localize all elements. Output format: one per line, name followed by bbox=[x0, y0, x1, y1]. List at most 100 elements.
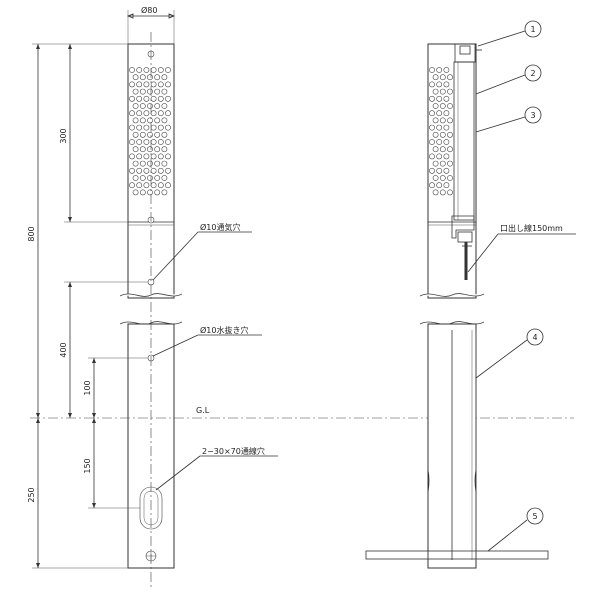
perforation-hole bbox=[136, 139, 143, 145]
perforation-hole bbox=[143, 95, 150, 102]
perforation-hole bbox=[132, 175, 139, 181]
callout-4 bbox=[526, 328, 544, 346]
perforation-hole bbox=[165, 182, 171, 189]
perforation-hole bbox=[129, 67, 135, 73]
perforation-hole bbox=[154, 74, 161, 81]
callout-5 bbox=[526, 507, 544, 525]
perforation-hole bbox=[129, 110, 135, 117]
perforation-hole bbox=[432, 74, 439, 81]
perforation-hole bbox=[129, 139, 135, 145]
perforation-hole bbox=[154, 103, 161, 109]
perforation-hole bbox=[129, 124, 135, 131]
perforation-hole bbox=[157, 153, 164, 160]
perforation-hole bbox=[436, 167, 443, 174]
perforation-hole bbox=[439, 146, 446, 153]
perforation-hole bbox=[139, 189, 146, 196]
perforation-hole bbox=[147, 74, 153, 81]
perforation-hole bbox=[161, 160, 168, 167]
perforation-hole bbox=[443, 67, 450, 73]
perforation-hole bbox=[143, 139, 150, 145]
perforation-hole bbox=[139, 131, 146, 138]
perforation-hole bbox=[157, 81, 164, 88]
top-cap bbox=[454, 43, 476, 63]
perforation-hole bbox=[443, 139, 450, 145]
cable-hole-leader bbox=[155, 455, 201, 491]
perforation-hole bbox=[129, 95, 135, 102]
perforation-hole bbox=[154, 117, 161, 124]
perforation-hole bbox=[143, 110, 150, 117]
perforation-hole bbox=[436, 95, 443, 102]
perforation-hole bbox=[150, 110, 157, 117]
perforation-hole bbox=[429, 110, 435, 117]
perforation-hole bbox=[136, 182, 143, 189]
perforation-hole bbox=[143, 81, 150, 88]
perforation-hole bbox=[165, 95, 171, 102]
drain-leader bbox=[152, 334, 199, 357]
vent-hole-label: Ø10通気穴 bbox=[200, 222, 240, 232]
perforation-hole bbox=[165, 110, 171, 117]
perforation-hole bbox=[136, 153, 143, 160]
perforation-hole bbox=[132, 146, 139, 153]
perforation-hole bbox=[439, 103, 446, 109]
perforation-hole bbox=[132, 88, 139, 95]
perforation-hole bbox=[139, 103, 146, 109]
perforation-hole bbox=[136, 81, 143, 88]
callout-3 bbox=[524, 106, 542, 124]
perforation-hole bbox=[139, 175, 146, 181]
perforation-hole bbox=[139, 160, 146, 167]
perforation-hole bbox=[165, 153, 171, 160]
perforation-hole bbox=[143, 182, 150, 189]
perforation-hole bbox=[132, 189, 139, 196]
perforation-hole bbox=[147, 160, 153, 167]
perforation-hole bbox=[150, 153, 157, 160]
perforation-hole bbox=[154, 189, 161, 196]
perforation-hole bbox=[154, 131, 161, 138]
perforation-hole bbox=[447, 131, 453, 138]
perforation-hole bbox=[147, 175, 153, 181]
perforation-hole bbox=[443, 167, 450, 174]
perforation-hole bbox=[161, 74, 168, 81]
perforation-hole bbox=[161, 189, 168, 196]
callout-1 bbox=[524, 20, 542, 38]
drain-hole-label: Ø10水抜き穴 bbox=[200, 325, 248, 335]
perforation-hole bbox=[150, 182, 157, 189]
vent-leader bbox=[152, 231, 199, 281]
perforation-hole bbox=[447, 175, 453, 181]
perforation-hole bbox=[143, 124, 150, 131]
perforation-hole bbox=[132, 160, 139, 167]
perforation-hole bbox=[154, 175, 161, 181]
perforation-hole bbox=[154, 146, 161, 153]
side-pole-upper bbox=[427, 43, 477, 299]
perforation-hole bbox=[447, 160, 453, 167]
perforation-hole bbox=[443, 153, 450, 160]
break-line-upper bbox=[119, 293, 183, 297]
perforation-hole bbox=[150, 139, 157, 145]
perforation-hole bbox=[439, 160, 446, 167]
perforation-hole bbox=[443, 182, 450, 189]
perforation-hole bbox=[165, 124, 171, 131]
mount-bracket bbox=[451, 215, 475, 239]
perforation-hole bbox=[439, 131, 446, 138]
perforation-hole bbox=[147, 189, 153, 196]
lower-length-label: 400 bbox=[59, 342, 68, 357]
drain-height-label: 100 bbox=[83, 380, 92, 395]
perforation-hole bbox=[150, 95, 157, 102]
callout-2 bbox=[524, 64, 542, 82]
perforation-hole bbox=[129, 182, 135, 189]
base-plate bbox=[365, 550, 549, 560]
perforation-hole bbox=[432, 160, 439, 167]
perforation-hole bbox=[147, 103, 153, 109]
perforation-hole bbox=[436, 81, 443, 88]
perforation-hole bbox=[154, 160, 161, 167]
perforation-hole bbox=[157, 167, 164, 174]
perforation-hole bbox=[443, 124, 450, 131]
perforation-hole bbox=[432, 88, 439, 95]
perforation-hole bbox=[147, 88, 153, 95]
callout-1-label: 1 bbox=[530, 25, 535, 34]
perforation-hole bbox=[132, 117, 139, 124]
perforation-hole bbox=[436, 110, 443, 117]
perforation-hole bbox=[443, 110, 450, 117]
perforation-hole bbox=[136, 124, 143, 131]
perforation-hole bbox=[436, 124, 443, 131]
side-view: 口出し線150mm 1 2 3 4 5 bbox=[365, 20, 576, 569]
